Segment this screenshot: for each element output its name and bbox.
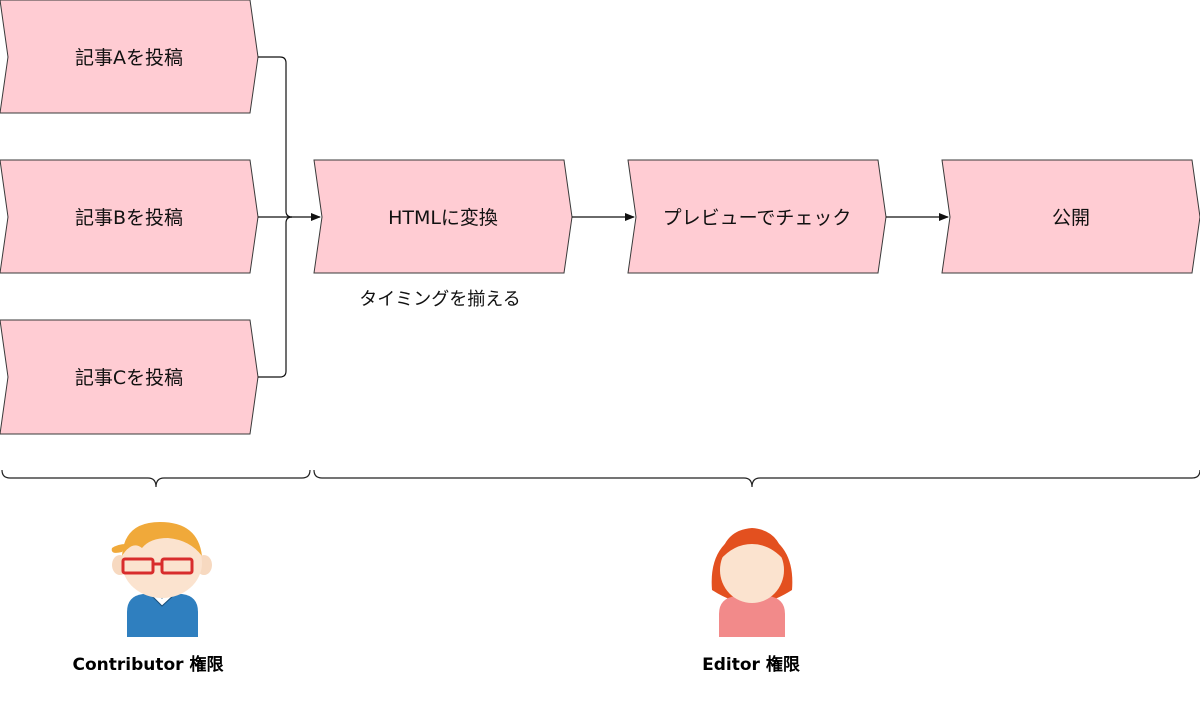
contributor-brace <box>1 469 311 488</box>
step-label: 記事Aを投稿 <box>75 47 183 69</box>
step-convert-html: HTMLに変換 <box>313 159 573 274</box>
step-shape <box>0 319 259 435</box>
step-shape <box>627 159 887 274</box>
step-label: 記事Bを投稿 <box>75 207 183 229</box>
step-shape <box>313 159 573 274</box>
step-post-article-a: 記事Aを投稿 <box>0 0 259 114</box>
step-preview-check: プレビューでチェック <box>627 159 887 274</box>
sync-timing-note: タイミングを揃える <box>359 289 520 310</box>
contributor-avatar-icon <box>111 522 212 637</box>
step-post-article-c: 記事Cを投稿 <box>0 319 259 435</box>
step-post-article-b: 記事Bを投稿 <box>0 159 259 274</box>
step-shape <box>0 159 259 274</box>
connector-line <box>258 216 293 378</box>
editor-role-label: Editor 権限 <box>702 654 800 675</box>
editor-avatar-icon <box>711 528 793 637</box>
step-shape <box>0 0 259 114</box>
connector-line <box>258 56 293 218</box>
merge-connectors <box>258 56 949 378</box>
contributor-role-label: Contributor 権限 <box>73 654 224 675</box>
step-shape <box>941 159 1200 274</box>
editor-brace <box>313 469 1200 488</box>
step-label: 記事Cを投稿 <box>75 367 183 389</box>
step-publish: 公開 <box>941 159 1200 274</box>
step-label: 公開 <box>1052 207 1090 229</box>
step-label: プレビューでチェック <box>663 207 852 229</box>
step-label: HTMLに変換 <box>388 207 498 229</box>
